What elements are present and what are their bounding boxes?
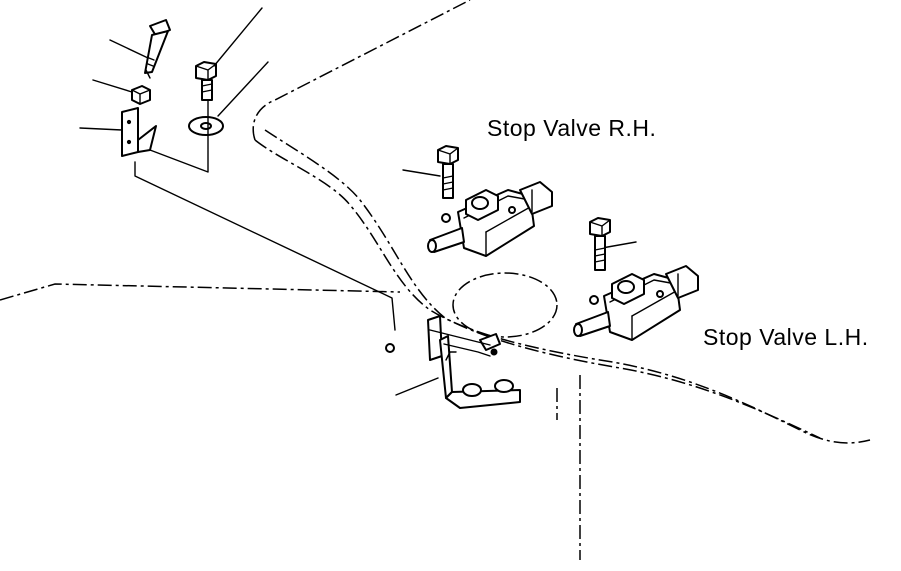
stop-valve-lh bbox=[573, 217, 699, 341]
stop-valve-rh-label: Stop Valve R.H. bbox=[487, 115, 656, 141]
nut bbox=[131, 85, 151, 105]
stop-valve-lh-bolt bbox=[589, 217, 611, 271]
mounting-bracket bbox=[385, 315, 521, 409]
bracket bbox=[121, 107, 157, 157]
floor-panel-outline bbox=[0, 0, 871, 560]
washer bbox=[188, 116, 224, 136]
flange-bolt-top bbox=[195, 61, 217, 101]
stop-valve-rh-bolt bbox=[437, 145, 459, 199]
tapered-bolt bbox=[144, 19, 171, 79]
leader-lines bbox=[79, 7, 637, 396]
floor-hole-outline bbox=[452, 272, 558, 338]
stop-valve-lh-label: Stop Valve L.H. bbox=[703, 324, 869, 350]
stop-valve-rh bbox=[427, 145, 553, 257]
top-left-parts-group bbox=[121, 19, 396, 331]
